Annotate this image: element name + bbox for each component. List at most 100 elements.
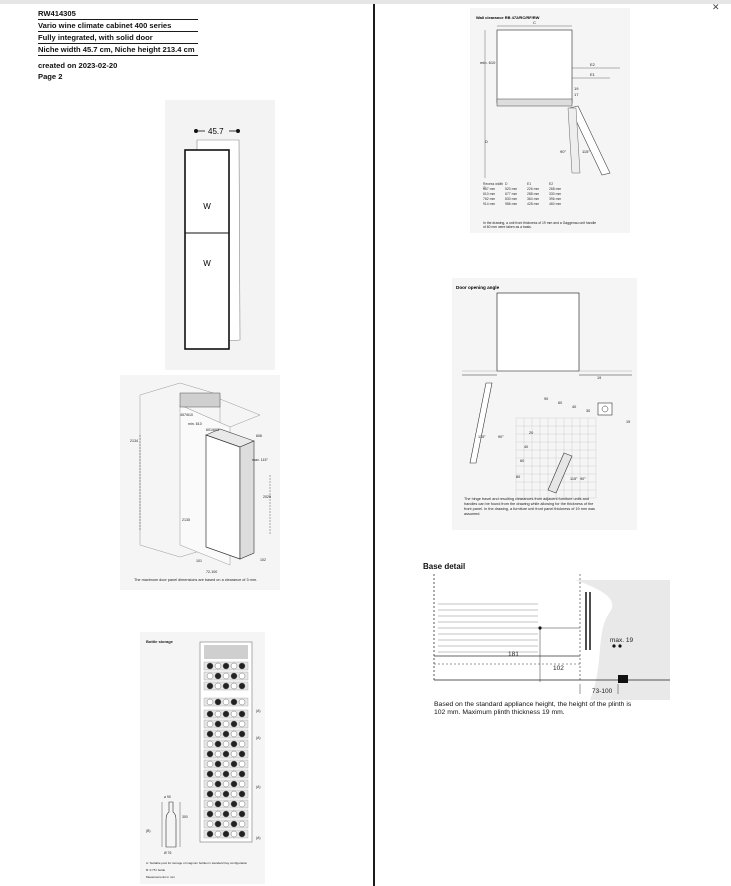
bottle-note: B: 0.75 l bottle xyxy=(146,868,166,872)
bottle-icon xyxy=(230,810,238,818)
bottle-icon xyxy=(214,770,222,778)
installation-caption: The maximum door panel dimensions are ba… xyxy=(134,578,257,582)
bottle-icon xyxy=(238,720,246,728)
bottle-icon xyxy=(214,780,222,788)
table-row: 762 mm 830 mm 364 mm 396 mm xyxy=(483,197,571,202)
install-label: max. 115° xyxy=(252,458,269,462)
door-description: Fully integrated, with solid door xyxy=(38,32,198,44)
bottle-note: Measurements in mm xyxy=(146,875,175,879)
bottle-icon xyxy=(238,790,246,798)
installation-diagram: 2134 457/610 min. 610 601/603 606 max. 1… xyxy=(120,375,280,590)
bottle-icon xyxy=(222,682,230,690)
bottle-icon xyxy=(230,790,238,798)
base-label: 181 xyxy=(508,651,519,658)
base-label: 102 xyxy=(553,665,564,672)
bottle-icon xyxy=(206,760,214,768)
angle-label: 60 xyxy=(520,459,524,463)
bottle-label: Ø 76 xyxy=(164,851,171,855)
niche-dimensions: Niche width 45.7 cm, Niche height 213.4 … xyxy=(38,44,198,56)
bottle-icon xyxy=(206,710,214,718)
bottle-icon xyxy=(206,800,214,808)
bottle-icon xyxy=(238,662,246,670)
bottle-icon xyxy=(238,672,246,680)
angle-label: 20 xyxy=(529,431,533,435)
bottle-icon xyxy=(214,740,222,748)
bottle-icon xyxy=(222,710,230,718)
wall-label: min. 610 xyxy=(480,60,496,65)
bottle-icon xyxy=(206,730,214,738)
wall-clearance-note: In the drawing, a unit front thickness o… xyxy=(483,221,597,230)
install-label: 601/603 xyxy=(206,428,219,432)
angle-label: 115° xyxy=(570,477,578,481)
bottle-icon xyxy=(230,730,238,738)
bottle-icon xyxy=(214,682,222,690)
table-cell: 986 mm xyxy=(505,202,518,206)
bottle-icon xyxy=(214,698,222,706)
wall-label: D xyxy=(485,139,488,144)
table-cell: 520 mm xyxy=(505,187,518,191)
table-row: 457 mm 520 mm 226 mm 268 mm xyxy=(483,187,571,192)
bottle-label: (B) xyxy=(146,829,151,833)
bottle-icon xyxy=(214,672,222,680)
bottle-icon xyxy=(222,770,230,778)
bottle-icon xyxy=(222,750,230,758)
front-width-label: 45.7 xyxy=(208,127,224,136)
bottle-icon xyxy=(222,760,230,768)
install-label: 101 xyxy=(196,559,202,563)
bottle-label: ⌀ 90 xyxy=(164,795,171,799)
angle-label: 90° xyxy=(498,435,504,439)
install-label: 102 xyxy=(260,558,266,562)
wall-label: 115° xyxy=(582,149,590,154)
angle-label: 60 xyxy=(558,401,562,405)
spec-header: RW414305 Vario wine climate cabinet 400 … xyxy=(38,8,198,82)
bottle-icon xyxy=(222,720,230,728)
bottle-icon xyxy=(238,780,246,788)
bottle-icon xyxy=(206,820,214,828)
table-row: 610 mm 677 mm 288 mm 330 mm xyxy=(483,192,571,197)
wall-label: 90° xyxy=(560,149,566,154)
bottle-icon xyxy=(230,740,238,748)
angle-label: 40 xyxy=(524,445,528,449)
zone-lower-label: W xyxy=(203,259,211,268)
bottle-icon xyxy=(222,790,230,798)
bottle-icon xyxy=(238,750,246,758)
bottle-icon xyxy=(222,780,230,788)
bottle-icon xyxy=(230,760,238,768)
angle-label: 19 xyxy=(626,420,630,424)
table-cell: 268 mm xyxy=(549,187,562,191)
install-label: 2020 xyxy=(263,495,271,499)
bottle-icon xyxy=(206,682,214,690)
table-header: D xyxy=(505,182,508,186)
bottle-icon xyxy=(214,710,222,718)
bottle-icon xyxy=(238,710,246,718)
table-header: E2 xyxy=(549,182,554,186)
table-cell: 428 mm xyxy=(527,202,540,206)
bottle-icon xyxy=(230,672,238,680)
front-view-diagram: 45.7 W W xyxy=(165,100,275,370)
base-label: 73-100 xyxy=(592,688,613,695)
bottle-icon xyxy=(206,780,214,788)
wall-label: E1 xyxy=(590,72,596,77)
bottle-icon xyxy=(206,720,214,728)
table-cell: 396 mm xyxy=(549,197,562,201)
angle-label: 19 xyxy=(597,376,601,380)
bottle-icon xyxy=(222,740,230,748)
bottle-icon xyxy=(214,790,222,798)
bottle-icon xyxy=(222,662,230,670)
close-icon[interactable]: ✕ xyxy=(712,2,720,12)
bottle-icon xyxy=(230,830,238,838)
bottle-icon xyxy=(206,662,214,670)
bottle-label: (A) xyxy=(256,785,261,789)
table-cell: 610 mm xyxy=(483,192,496,196)
bottle-icon xyxy=(230,770,238,778)
table-cell: 364 mm xyxy=(527,197,540,201)
bottle-icon xyxy=(238,800,246,808)
bottle-icon xyxy=(206,810,214,818)
wall-clearance-diagram: Wall clearance RB 472/RC/RF/RW C E2 E1 m… xyxy=(470,8,630,233)
bottle-icon xyxy=(214,720,222,728)
series-name: Vario wine climate cabinet 400 series xyxy=(38,20,198,32)
table-cell: 460 mm xyxy=(549,202,562,206)
bottle-icon xyxy=(222,730,230,738)
install-label: 457/610 xyxy=(180,413,193,417)
bottle-icon xyxy=(206,790,214,798)
